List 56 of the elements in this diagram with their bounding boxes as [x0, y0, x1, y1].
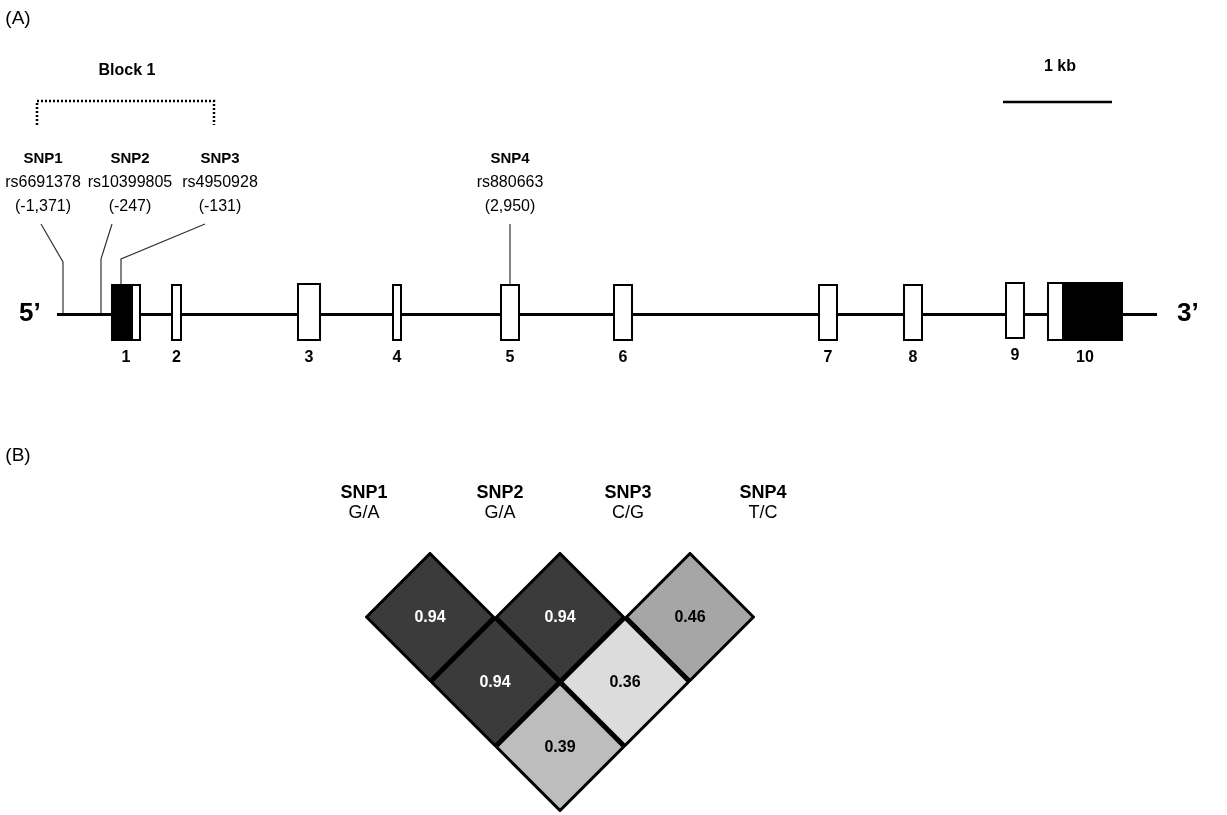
- exon-number: 3: [303, 349, 315, 365]
- exon-box: [111, 284, 141, 341]
- allele-label: G/A: [484, 503, 516, 521]
- snp-id: rs10399805: [87, 172, 173, 192]
- exon-box: [1005, 282, 1025, 339]
- snp-id: rs6691378: [5, 172, 81, 192]
- exon-box: [903, 284, 923, 341]
- exon-number: 7: [822, 349, 834, 365]
- exon-number: 2: [171, 349, 182, 365]
- ld-value: 0.46: [674, 607, 706, 627]
- allele-label: G/A: [348, 503, 380, 521]
- exon-number: 1: [120, 349, 132, 365]
- snp-position: (-1,371): [15, 196, 71, 216]
- exon-box: [613, 284, 633, 341]
- exon-box: [297, 283, 321, 341]
- ld-value: 0.39: [544, 737, 576, 757]
- allele-label: C/G: [612, 503, 644, 521]
- panel-label: (A): [5, 8, 31, 27]
- strand-end-label: 5’: [19, 299, 41, 325]
- block-label: Block 1: [98, 62, 156, 78]
- snp-name: SNP2: [476, 483, 524, 501]
- snp-name: SNP4: [490, 148, 530, 168]
- snp-name: SNP3: [200, 148, 240, 168]
- panel-label: (B): [5, 445, 31, 464]
- exon-number: 5: [504, 349, 516, 365]
- snp-name: SNP1: [340, 483, 388, 501]
- exon-number: 8: [907, 349, 919, 365]
- snp-name: SNP3: [604, 483, 652, 501]
- leader-line: [509, 223, 511, 285]
- leader-line: [100, 223, 113, 314]
- exon-number: 10: [1075, 349, 1095, 365]
- snp-id: rs880663: [476, 172, 544, 192]
- snp-position: (-131): [198, 196, 242, 216]
- scale-label: 1 kb: [1044, 58, 1076, 74]
- exon-number: 9: [1009, 347, 1021, 363]
- snp-id: rs4950928: [182, 172, 258, 192]
- ld-value: 0.94: [479, 672, 511, 692]
- snp-position: (2,950): [484, 196, 536, 216]
- exon-box: [500, 284, 520, 341]
- ld-value: 0.94: [544, 607, 576, 627]
- ld-value: 0.94: [414, 607, 446, 627]
- exon-number: 4: [391, 349, 403, 365]
- snp-name: SNP4: [739, 483, 787, 501]
- exon-box: [392, 284, 402, 341]
- ld-value: 0.36: [609, 672, 641, 692]
- leader-line: [40, 223, 64, 314]
- exon-number: 6: [617, 349, 629, 365]
- exon-box: [818, 284, 838, 341]
- exon-box: [171, 284, 182, 341]
- snp-position: (-247): [108, 196, 152, 216]
- snp-name: SNP1: [23, 148, 63, 168]
- exon-box: [1047, 282, 1123, 341]
- leader-line: [120, 223, 206, 285]
- strand-end-label: 3’: [1177, 299, 1199, 325]
- allele-label: T/C: [748, 503, 778, 521]
- snp-name: SNP2: [110, 148, 150, 168]
